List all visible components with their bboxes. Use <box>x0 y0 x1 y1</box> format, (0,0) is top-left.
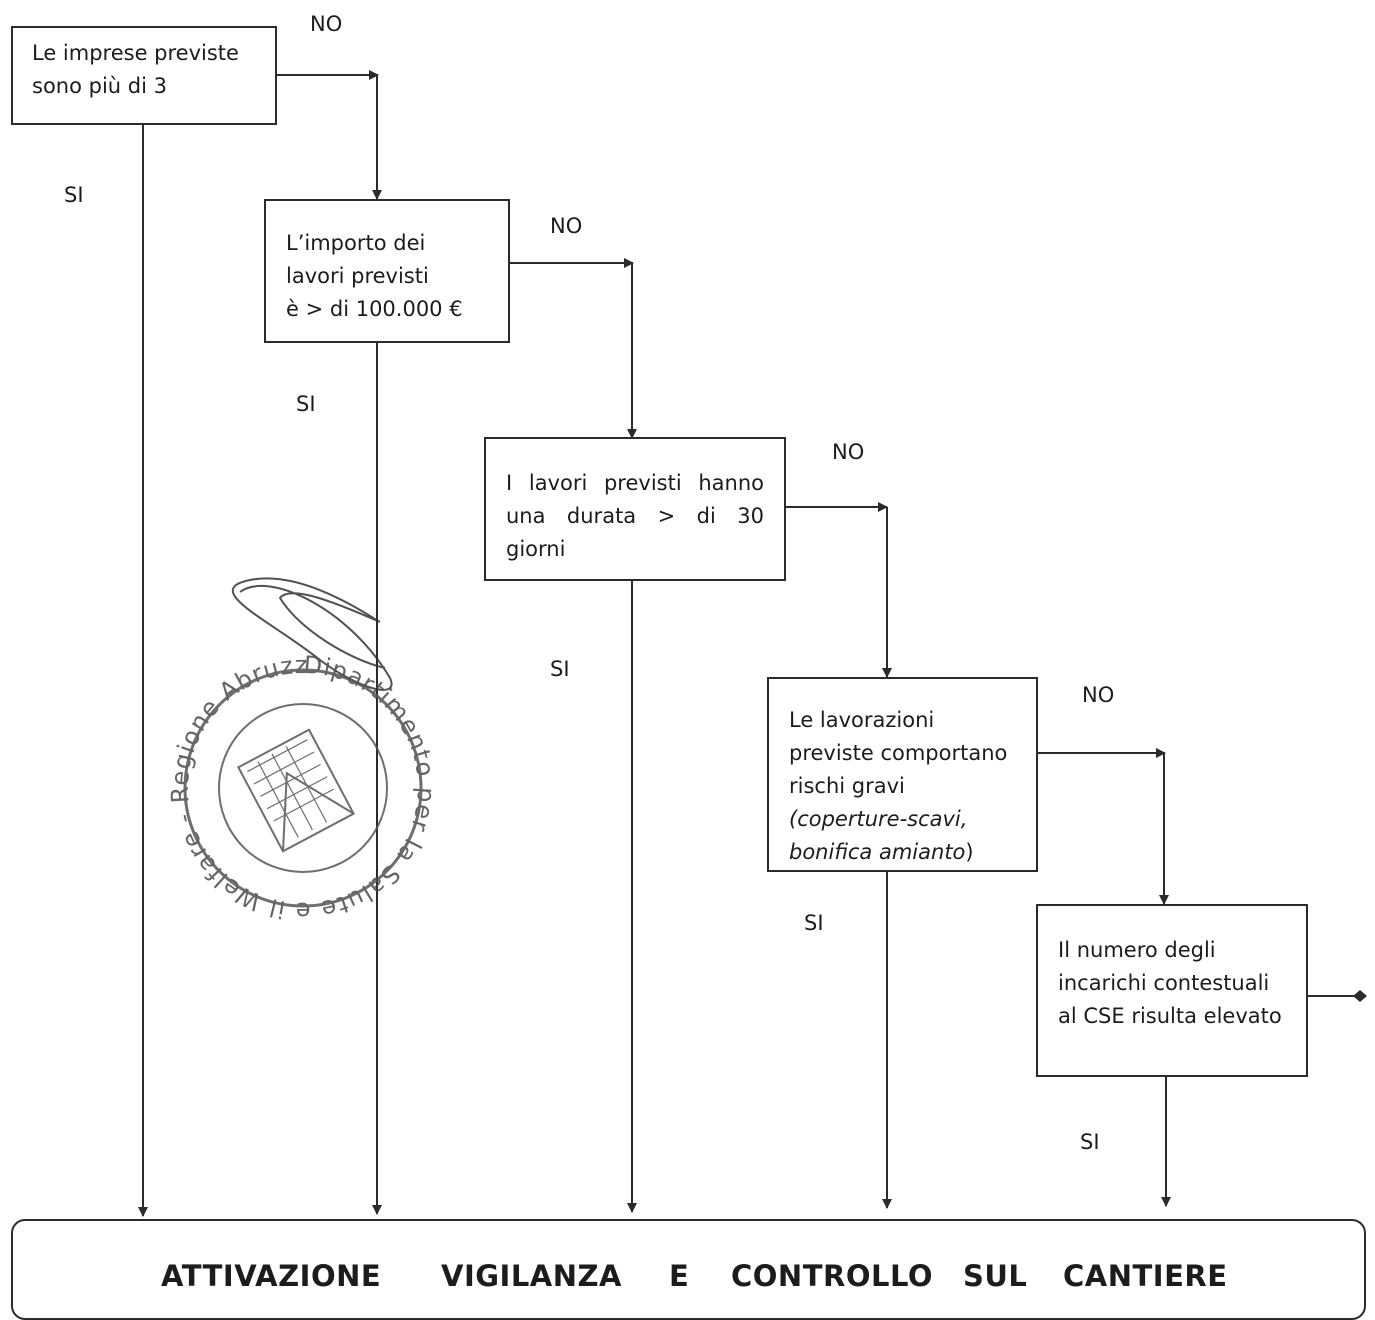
decision-box-q1: Le imprese previste sono più di 3 <box>11 26 277 125</box>
word: 30 <box>737 504 764 528</box>
connectors <box>138 70 1367 1217</box>
decision-box-q5: Il numero degli incarichi contestuali al… <box>1036 904 1308 1077</box>
edge-label-no: NO <box>550 214 583 238</box>
node-text: ) <box>965 840 974 864</box>
decision-box-q4: Le lavorazioni previste comportano risch… <box>767 677 1038 872</box>
node-text: è > di 100.000 € <box>286 297 463 321</box>
connector-end-diamond <box>1353 990 1367 1002</box>
edge-label-si: SI <box>1080 1130 1100 1154</box>
svg-text:Dipartimento per la Salute e i: Dipartimento per la Salute e il Welfare … <box>0 0 440 925</box>
signature-scribble <box>232 577 393 691</box>
stamp-ring-text: Dipartimento per la Salute e il Welfare … <box>0 0 439 925</box>
node-text-justified: I lavori previsti hanno <box>506 467 764 500</box>
word: previsti <box>603 471 682 495</box>
edge-label-si: SI <box>550 657 570 681</box>
word: hanno <box>698 471 764 495</box>
node-text-italic-line: bonifica amianto) <box>789 836 1007 869</box>
node-text: lavori previsti <box>286 264 429 288</box>
decision-box-q3: I lavori previsti hanno una durata > di … <box>484 437 786 581</box>
decision-box-q2: L’importo dei lavori previsti è > di 100… <box>264 199 510 343</box>
node-text: giorni <box>506 537 566 561</box>
word: > <box>657 504 676 528</box>
edge-label-si: SI <box>804 911 824 935</box>
word: durata <box>566 504 637 528</box>
edge-label-si: SI <box>64 183 84 207</box>
node-text: Le imprese previste <box>32 41 239 65</box>
outcome-word: CANTIERE <box>1063 1259 1228 1293</box>
node-text: sono più di 3 <box>32 74 167 98</box>
node-text: al CSE risulta elevato <box>1058 1004 1282 1028</box>
node-text-italic: (coperture-scavi, <box>789 807 968 831</box>
node-text: incarichi contestuali <box>1058 971 1270 995</box>
node-text: Il numero degli <box>1058 938 1216 962</box>
outcome-box: ATTIVAZIONE VIGILANZA E CONTROLLO SUL CA… <box>11 1219 1366 1320</box>
edge-label-si: SI <box>296 392 316 416</box>
outcome-word: VIGILANZA <box>441 1259 622 1293</box>
outcome-word: E <box>669 1259 690 1293</box>
outcome-word: SUL <box>963 1259 1028 1293</box>
edge-label-no: NO <box>832 440 865 464</box>
word: lavori <box>528 471 588 495</box>
word: I <box>506 471 513 495</box>
edge-label-no: NO <box>310 12 343 36</box>
stamp-emblem <box>237 728 355 853</box>
edge-label-no: NO <box>1082 683 1115 707</box>
node-text: L’importo dei <box>286 231 426 255</box>
outcome-word: CONTROLLO <box>731 1259 934 1293</box>
node-text-italic: bonifica amianto <box>789 840 966 864</box>
official-stamp: Dipartimento per la Salute e il Welfare … <box>0 0 440 925</box>
node-text: Le lavorazioni <box>789 708 935 732</box>
node-text: rischi gravi <box>789 774 905 798</box>
outcome-word: ATTIVAZIONE <box>161 1259 382 1293</box>
word: una <box>506 504 546 528</box>
node-text-justified: una durata > di 30 <box>506 500 764 533</box>
word: di <box>696 504 716 528</box>
node-text: previste comportano <box>789 741 1008 765</box>
